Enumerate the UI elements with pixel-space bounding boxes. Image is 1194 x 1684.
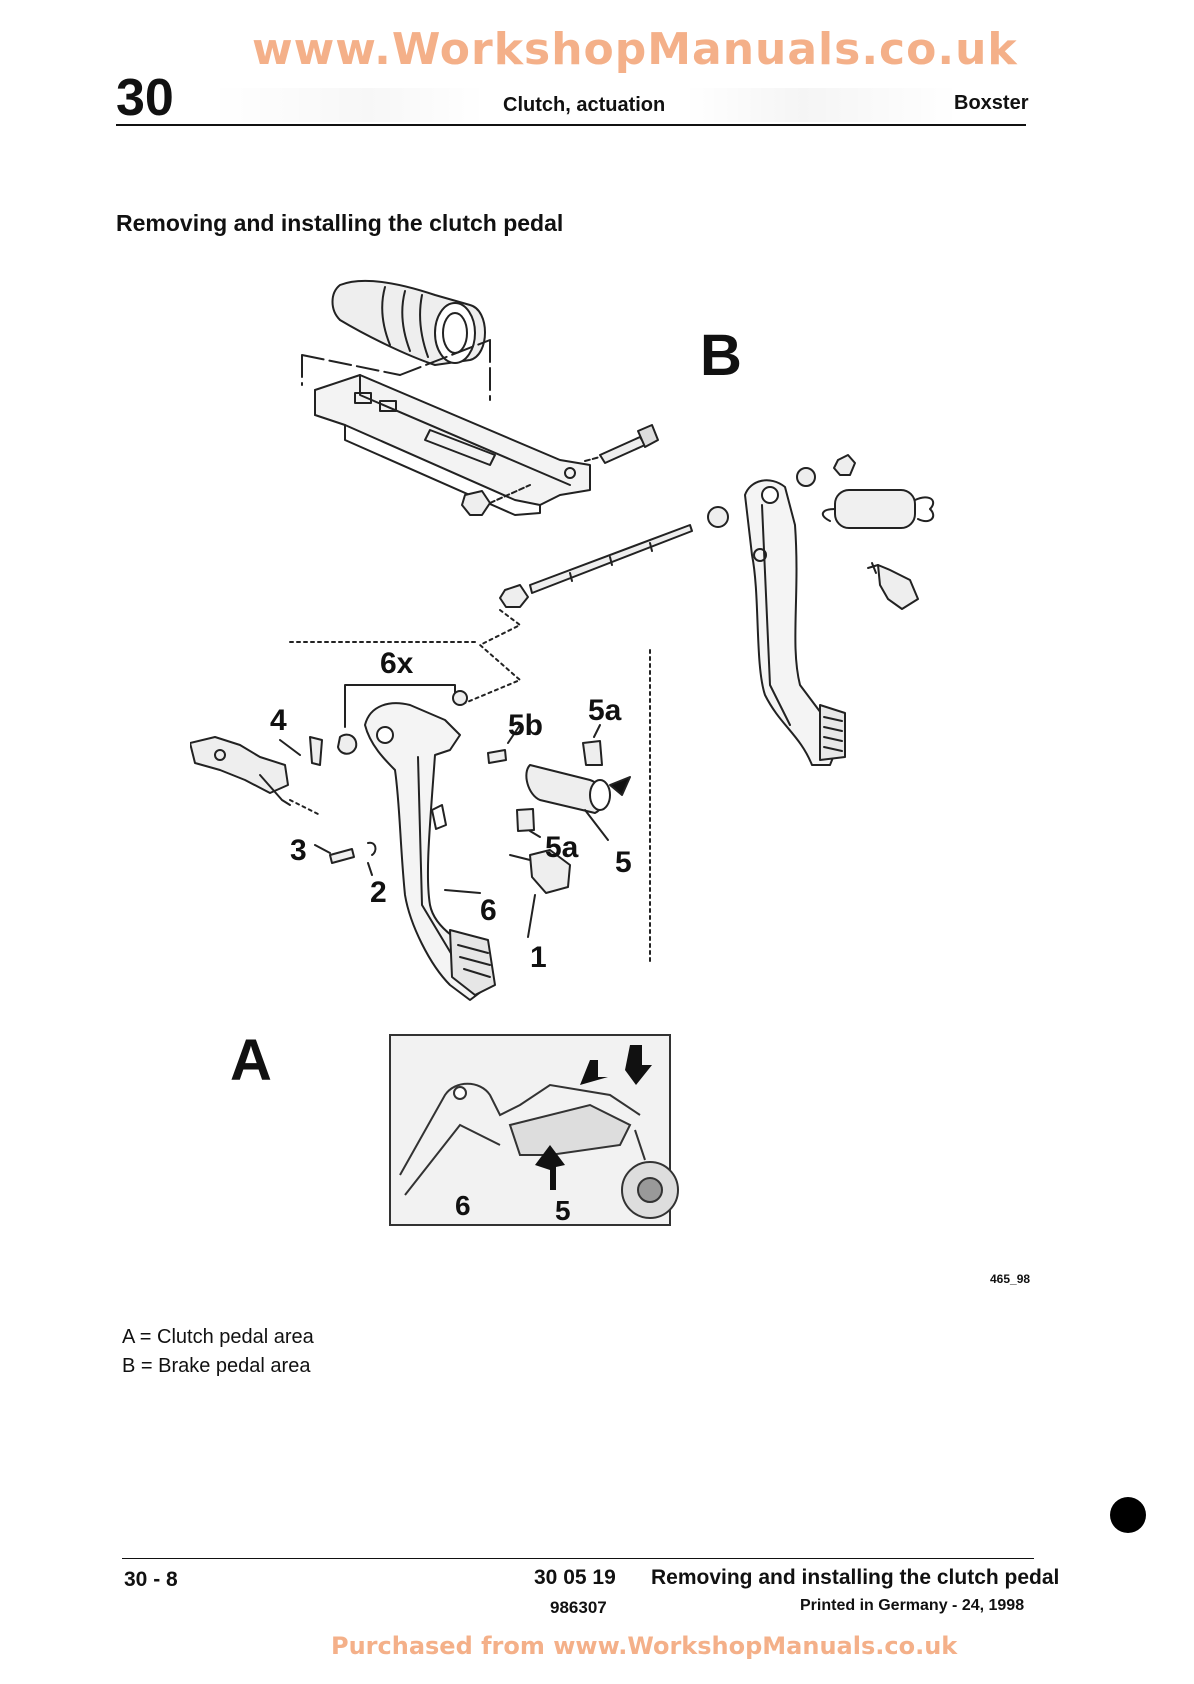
clutch-pedal-part [364, 702, 496, 1001]
pin-and-clip-part [329, 841, 377, 864]
header-rule [116, 124, 1026, 126]
inset-label-5: 5 [555, 1195, 571, 1226]
footer-rule [122, 1558, 1034, 1559]
part-label-4: 4 [270, 704, 287, 737]
part-label-3: 3 [290, 834, 307, 867]
part-label-2: 2 [370, 876, 387, 909]
area-label-a: A [230, 1028, 272, 1093]
master-cylinder-part [190, 736, 321, 816]
header-scan-shading [210, 88, 1000, 122]
header-model: Boxster [954, 92, 1029, 114]
footer-part-number: 986307 [550, 1598, 607, 1617]
pedal-bracket-part [314, 374, 591, 516]
chapter-number: 30 [116, 69, 174, 127]
bellows-part [331, 279, 486, 366]
part-label-6: 6 [480, 894, 497, 927]
part-label-5a-mid: 5a [545, 831, 579, 864]
figure-code: 465_98 [990, 1272, 1031, 1286]
return-spring-part [821, 489, 935, 529]
overcentre-spring-part [525, 764, 631, 814]
bracket-bolt-part [584, 424, 659, 464]
watermark-top: www.WorkshopManuals.co.uk [252, 24, 1018, 75]
pedal-shaft-part [499, 524, 693, 608]
footer-operation-code: 30 05 19 [534, 1566, 616, 1589]
part-label-5a-top: 5a [588, 694, 622, 727]
footer-printed-note: Printed in Germany - 24, 1998 [800, 1597, 1025, 1614]
brake-pedal-part [744, 479, 846, 766]
inset-label-6: 6 [455, 1190, 471, 1221]
brake-light-switch-part [867, 562, 919, 610]
part-label-1: 1 [530, 941, 547, 974]
clutch-pedal-exploded-drawing: B 6x 4 5b 5a 5a 5 3 2 6 1 A 6 5 [190, 279, 935, 1226]
brake-bushings-part [707, 454, 856, 528]
header-title: Clutch, actuation [503, 94, 666, 116]
spring-holders-part [487, 740, 603, 832]
area-label-b: B [700, 323, 742, 388]
part-label-6x: 6x [380, 647, 414, 680]
section-title: Removing and installing the clutch pedal [116, 210, 564, 236]
inset-detail-drawing: 6 5 [389, 1034, 679, 1226]
legend-item-a: A = Clutch pedal area [122, 1326, 314, 1348]
pedal-bushings-part [309, 690, 468, 766]
bracket-nut-part [461, 484, 531, 516]
footer-page-number: 30 - 8 [124, 1568, 178, 1591]
legend-item-b: B = Brake pedal area [122, 1355, 311, 1377]
part-label-5b: 5b [508, 709, 543, 742]
part-label-5: 5 [615, 846, 632, 879]
page-marker-dot [1110, 1497, 1146, 1533]
clutch-switch-part [509, 849, 571, 894]
footer-description: Removing and installing the clutch pedal [651, 1566, 1060, 1589]
watermark-bottom: Purchased from www.WorkshopManuals.co.uk [331, 1632, 958, 1660]
